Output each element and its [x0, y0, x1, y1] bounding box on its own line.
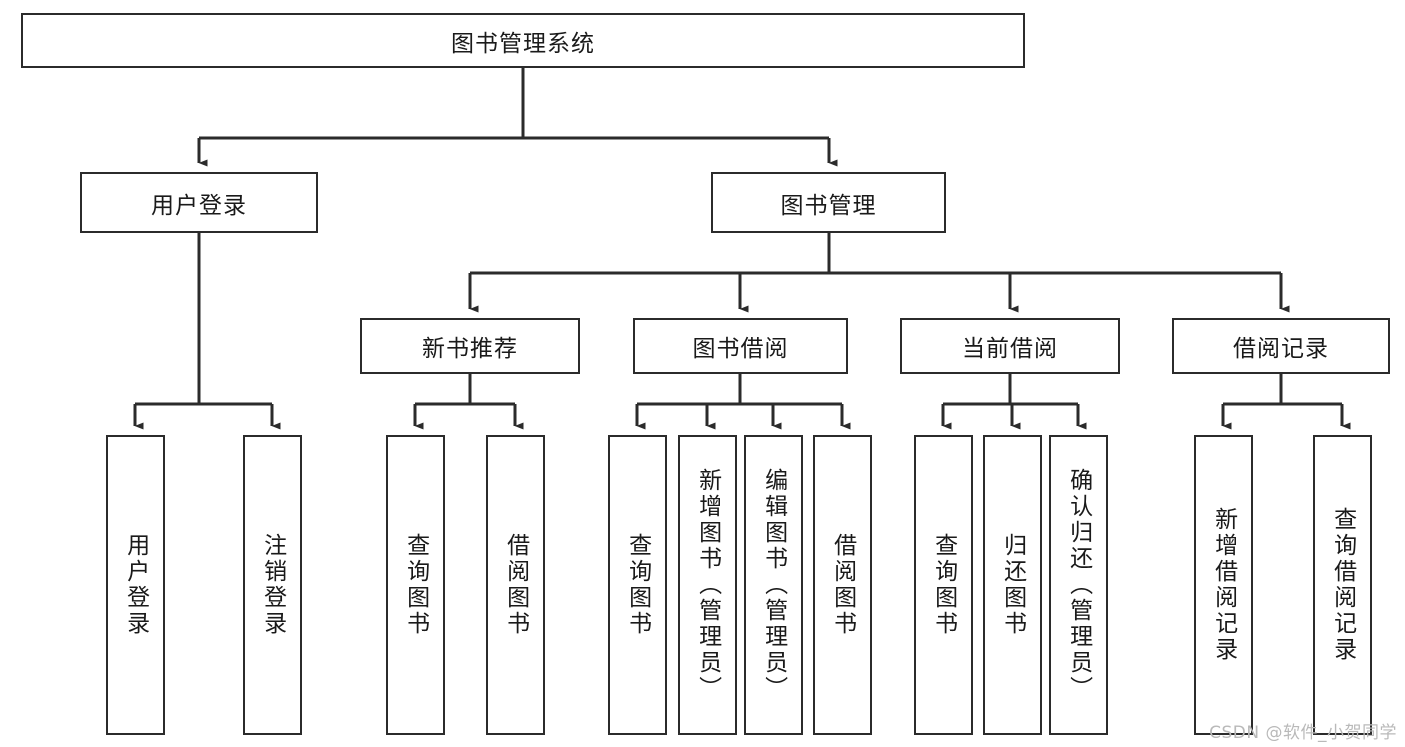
node-root[interactable]: 图书管理系统 [21, 13, 1025, 68]
leaf-add-borrow-record-label: 新增借阅记录 [1210, 507, 1237, 663]
leaf-user-login-label: 用户登录 [122, 533, 149, 637]
leaf-return-book-label: 归还图书 [999, 533, 1026, 637]
node-root-label: 图书管理系统 [451, 30, 595, 57]
leaf-query-book-recommend-label: 查询图书 [402, 533, 429, 637]
node-book-management[interactable]: 图书管理 [711, 172, 946, 233]
leaf-logout[interactable]: 注销登录 [243, 435, 302, 735]
leaf-query-book-recommend[interactable]: 查询图书 [386, 435, 445, 735]
node-borrow-record[interactable]: 借阅记录 [1172, 318, 1390, 374]
node-new-book-recommend-label: 新书推荐 [422, 336, 518, 362]
leaf-borrow-book-recommend[interactable]: 借阅图书 [486, 435, 545, 735]
leaf-confirm-return-admin[interactable]: 确认归还（管理员） [1049, 435, 1108, 735]
leaf-borrow-book-recommend-label: 借阅图书 [502, 533, 529, 637]
leaf-query-borrow-record-label: 查询借阅记录 [1329, 507, 1356, 663]
node-borrow-record-label: 借阅记录 [1233, 336, 1329, 362]
node-user-login[interactable]: 用户登录 [80, 172, 318, 233]
node-new-book-recommend[interactable]: 新书推荐 [360, 318, 580, 374]
leaf-query-book-current[interactable]: 查询图书 [914, 435, 973, 735]
node-book-management-label: 图书管理 [780, 192, 877, 219]
leaf-add-book-admin[interactable]: 新增图书（管理员） [678, 435, 737, 735]
leaf-query-book-current-label: 查询图书 [930, 533, 957, 637]
leaf-logout-label: 注销登录 [259, 533, 286, 637]
leaf-query-book-borrow-label: 查询图书 [624, 533, 651, 637]
leaf-edit-book-admin-label: 编辑图书（管理员） [760, 468, 787, 702]
leaf-borrow-book[interactable]: 借阅图书 [813, 435, 872, 735]
node-book-borrow-label: 图书借阅 [692, 336, 789, 362]
leaf-query-borrow-record[interactable]: 查询借阅记录 [1313, 435, 1372, 735]
leaf-confirm-return-admin-label: 确认归还（管理员） [1065, 468, 1092, 702]
leaf-add-borrow-record[interactable]: 新增借阅记录 [1194, 435, 1253, 735]
leaf-user-login[interactable]: 用户登录 [106, 435, 165, 735]
node-current-borrow[interactable]: 当前借阅 [900, 318, 1120, 374]
node-user-login-label: 用户登录 [151, 192, 247, 219]
leaf-query-book-borrow[interactable]: 查询图书 [608, 435, 667, 735]
leaf-borrow-book-label: 借阅图书 [829, 533, 856, 637]
node-book-borrow[interactable]: 图书借阅 [633, 318, 848, 374]
leaf-add-book-admin-label: 新增图书（管理员） [694, 468, 721, 702]
node-current-borrow-label: 当前借阅 [962, 336, 1058, 362]
leaf-edit-book-admin[interactable]: 编辑图书（管理员） [744, 435, 803, 735]
leaf-return-book[interactable]: 归还图书 [983, 435, 1042, 735]
